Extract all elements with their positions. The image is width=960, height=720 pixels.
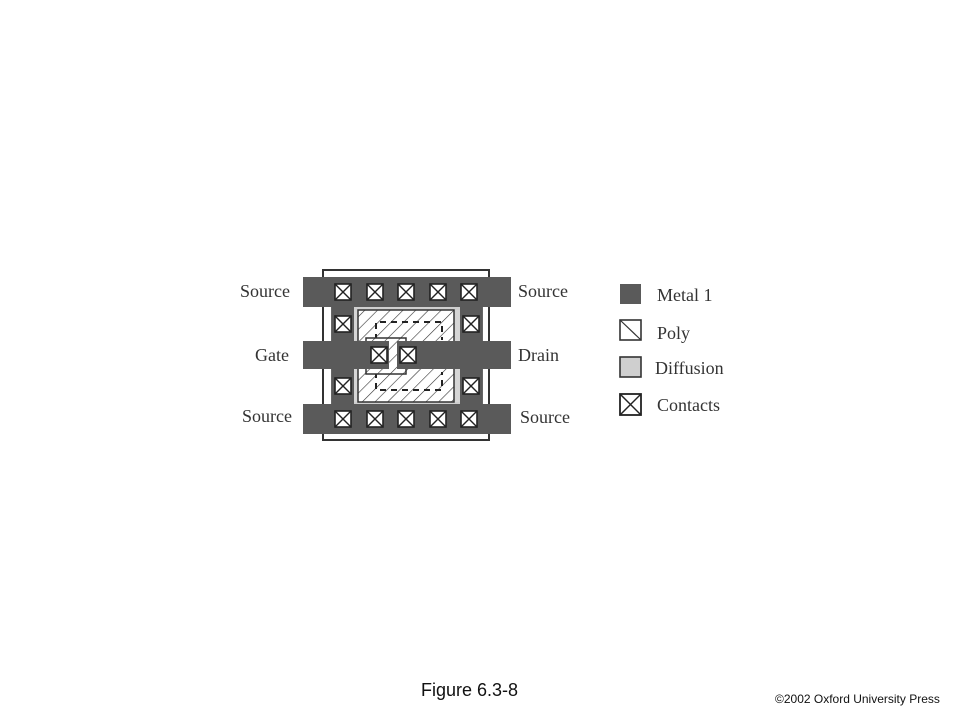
contact	[334, 283, 352, 301]
legend-swatch-metal	[620, 284, 641, 304]
contact	[397, 410, 415, 428]
contact	[462, 377, 480, 395]
label-gate: Gate	[255, 345, 289, 365]
contact	[399, 346, 417, 364]
label-drain: Drain	[518, 345, 559, 365]
legend-label-metal: Metal 1	[657, 285, 713, 305]
contact	[334, 315, 352, 333]
legend-poly-hatch	[619, 319, 642, 341]
legend-swatch-diffusion	[619, 356, 642, 378]
contact	[462, 315, 480, 333]
label-source-top-right: Source	[518, 281, 568, 301]
contact	[366, 283, 384, 301]
copyright-notice: ©2002 Oxford University Press	[775, 692, 940, 706]
label-source-top-left: Source	[240, 281, 290, 301]
contact	[334, 377, 352, 395]
contact	[460, 410, 478, 428]
legend-label-contacts: Contacts	[657, 395, 720, 415]
contact	[460, 283, 478, 301]
legend-swatch-contact	[619, 393, 642, 416]
poly-dashed-top	[375, 321, 443, 340]
contact	[334, 410, 352, 428]
label-source-bottom-left: Source	[242, 406, 292, 426]
contact	[370, 346, 388, 364]
contact	[397, 283, 415, 301]
contact	[366, 410, 384, 428]
legend-label-diffusion: Diffusion	[655, 358, 724, 378]
poly-dashed-bottom	[375, 372, 443, 391]
legend-label-poly: Poly	[657, 323, 690, 343]
contact	[429, 283, 447, 301]
label-source-bottom-right: Source	[520, 407, 570, 427]
contact	[429, 410, 447, 428]
legend: Metal 1 Poly Diffusion Contacts	[619, 284, 724, 416]
figure-caption: Figure 6.3-8	[421, 680, 519, 700]
